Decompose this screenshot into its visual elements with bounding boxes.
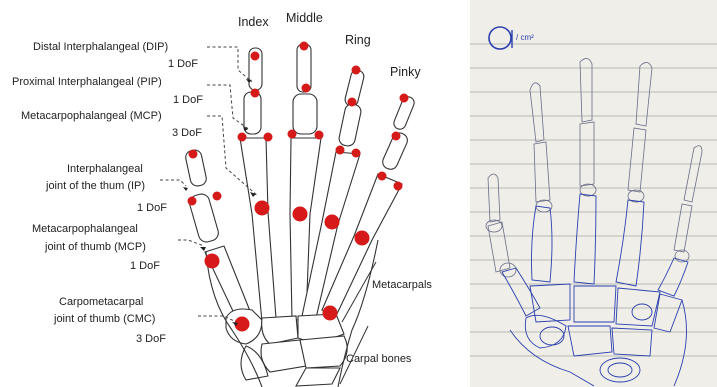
finger-label-pinky: Pinky xyxy=(390,65,421,79)
joint-carpal xyxy=(323,306,338,321)
thumb-ip-label-line2: joint of the thum (IP) xyxy=(45,180,145,192)
dip-label: Distal Interphalangeal (DIP) xyxy=(33,41,168,53)
joint-ring-pip-left xyxy=(336,146,345,155)
notebook-paper xyxy=(470,0,717,387)
thumb-cmc-label-line2: joint of thumb (CMC) xyxy=(53,313,155,325)
thumb-mcp-label-line2: joint of thumb (MCP) xyxy=(44,241,146,253)
thumb-cmc-label-line1: Carpometacarpal xyxy=(59,296,143,308)
thumb-mcp-label-line1: Metacarpophalangeal xyxy=(32,223,138,235)
thumb-cmc-dof: 3 DoF xyxy=(136,333,166,345)
joint-ring-mcp xyxy=(325,215,340,230)
joint-middle-pip-right xyxy=(315,131,324,140)
joint-index-pip-right xyxy=(264,133,273,142)
pip-dof: 1 DoF xyxy=(173,94,203,106)
finger-label-index: Index xyxy=(238,15,269,29)
joint-middle-pip-left xyxy=(288,130,297,139)
joint-middle-mcp xyxy=(293,207,308,222)
joint-pinky-tip xyxy=(400,94,409,103)
finger-label-ring: Ring xyxy=(345,33,371,47)
joint-thumb-ip-left xyxy=(188,197,197,206)
hand-sketch-photo: / cm² xyxy=(470,0,717,387)
hand-joint-diagram: Index Middle Ring Pinky Distal Interphal… xyxy=(0,0,455,387)
joint-index-mcp xyxy=(255,201,270,216)
joint-middle-dip xyxy=(302,84,311,93)
thumb-ip-dof: 1 DoF xyxy=(137,202,167,214)
joint-ring-dip xyxy=(348,98,357,107)
pip-label: Proximal Interphalangeal (PIP) xyxy=(12,76,162,88)
joint-ring-tip xyxy=(352,66,361,75)
carpal-bones-label: Carpal bones xyxy=(346,353,412,365)
joint-index-dip xyxy=(251,89,260,98)
mcp-dof: 3 DoF xyxy=(172,127,202,139)
joint-index-pip-left xyxy=(238,133,247,142)
joint-pinky-pip-right xyxy=(394,182,403,191)
thumb-mcp-dof: 1 DoF xyxy=(130,260,160,272)
joint-thumb-ip-right xyxy=(213,192,222,201)
sketch-note: / cm² xyxy=(516,33,534,42)
finger-label-middle: Middle xyxy=(286,11,323,25)
metacarpals-label: Metacarpals xyxy=(372,279,432,291)
joint-middle-tip xyxy=(300,42,309,51)
mcp-label: Metacarpophalangeal (MCP) xyxy=(21,110,162,122)
thumb-ip-label-line1: Interphalangeal xyxy=(67,163,143,175)
joint-ring-pip-right xyxy=(352,149,361,158)
joint-pinky-pip-left xyxy=(378,172,387,181)
dip-dof: 1 DoF xyxy=(168,58,198,70)
joint-pinky-mcp xyxy=(355,231,370,246)
joint-pinky-dip xyxy=(392,132,401,141)
joint-thumb-mcp xyxy=(205,254,220,269)
joint-index-tip xyxy=(251,52,260,61)
joint-thumb-tip xyxy=(189,150,198,159)
